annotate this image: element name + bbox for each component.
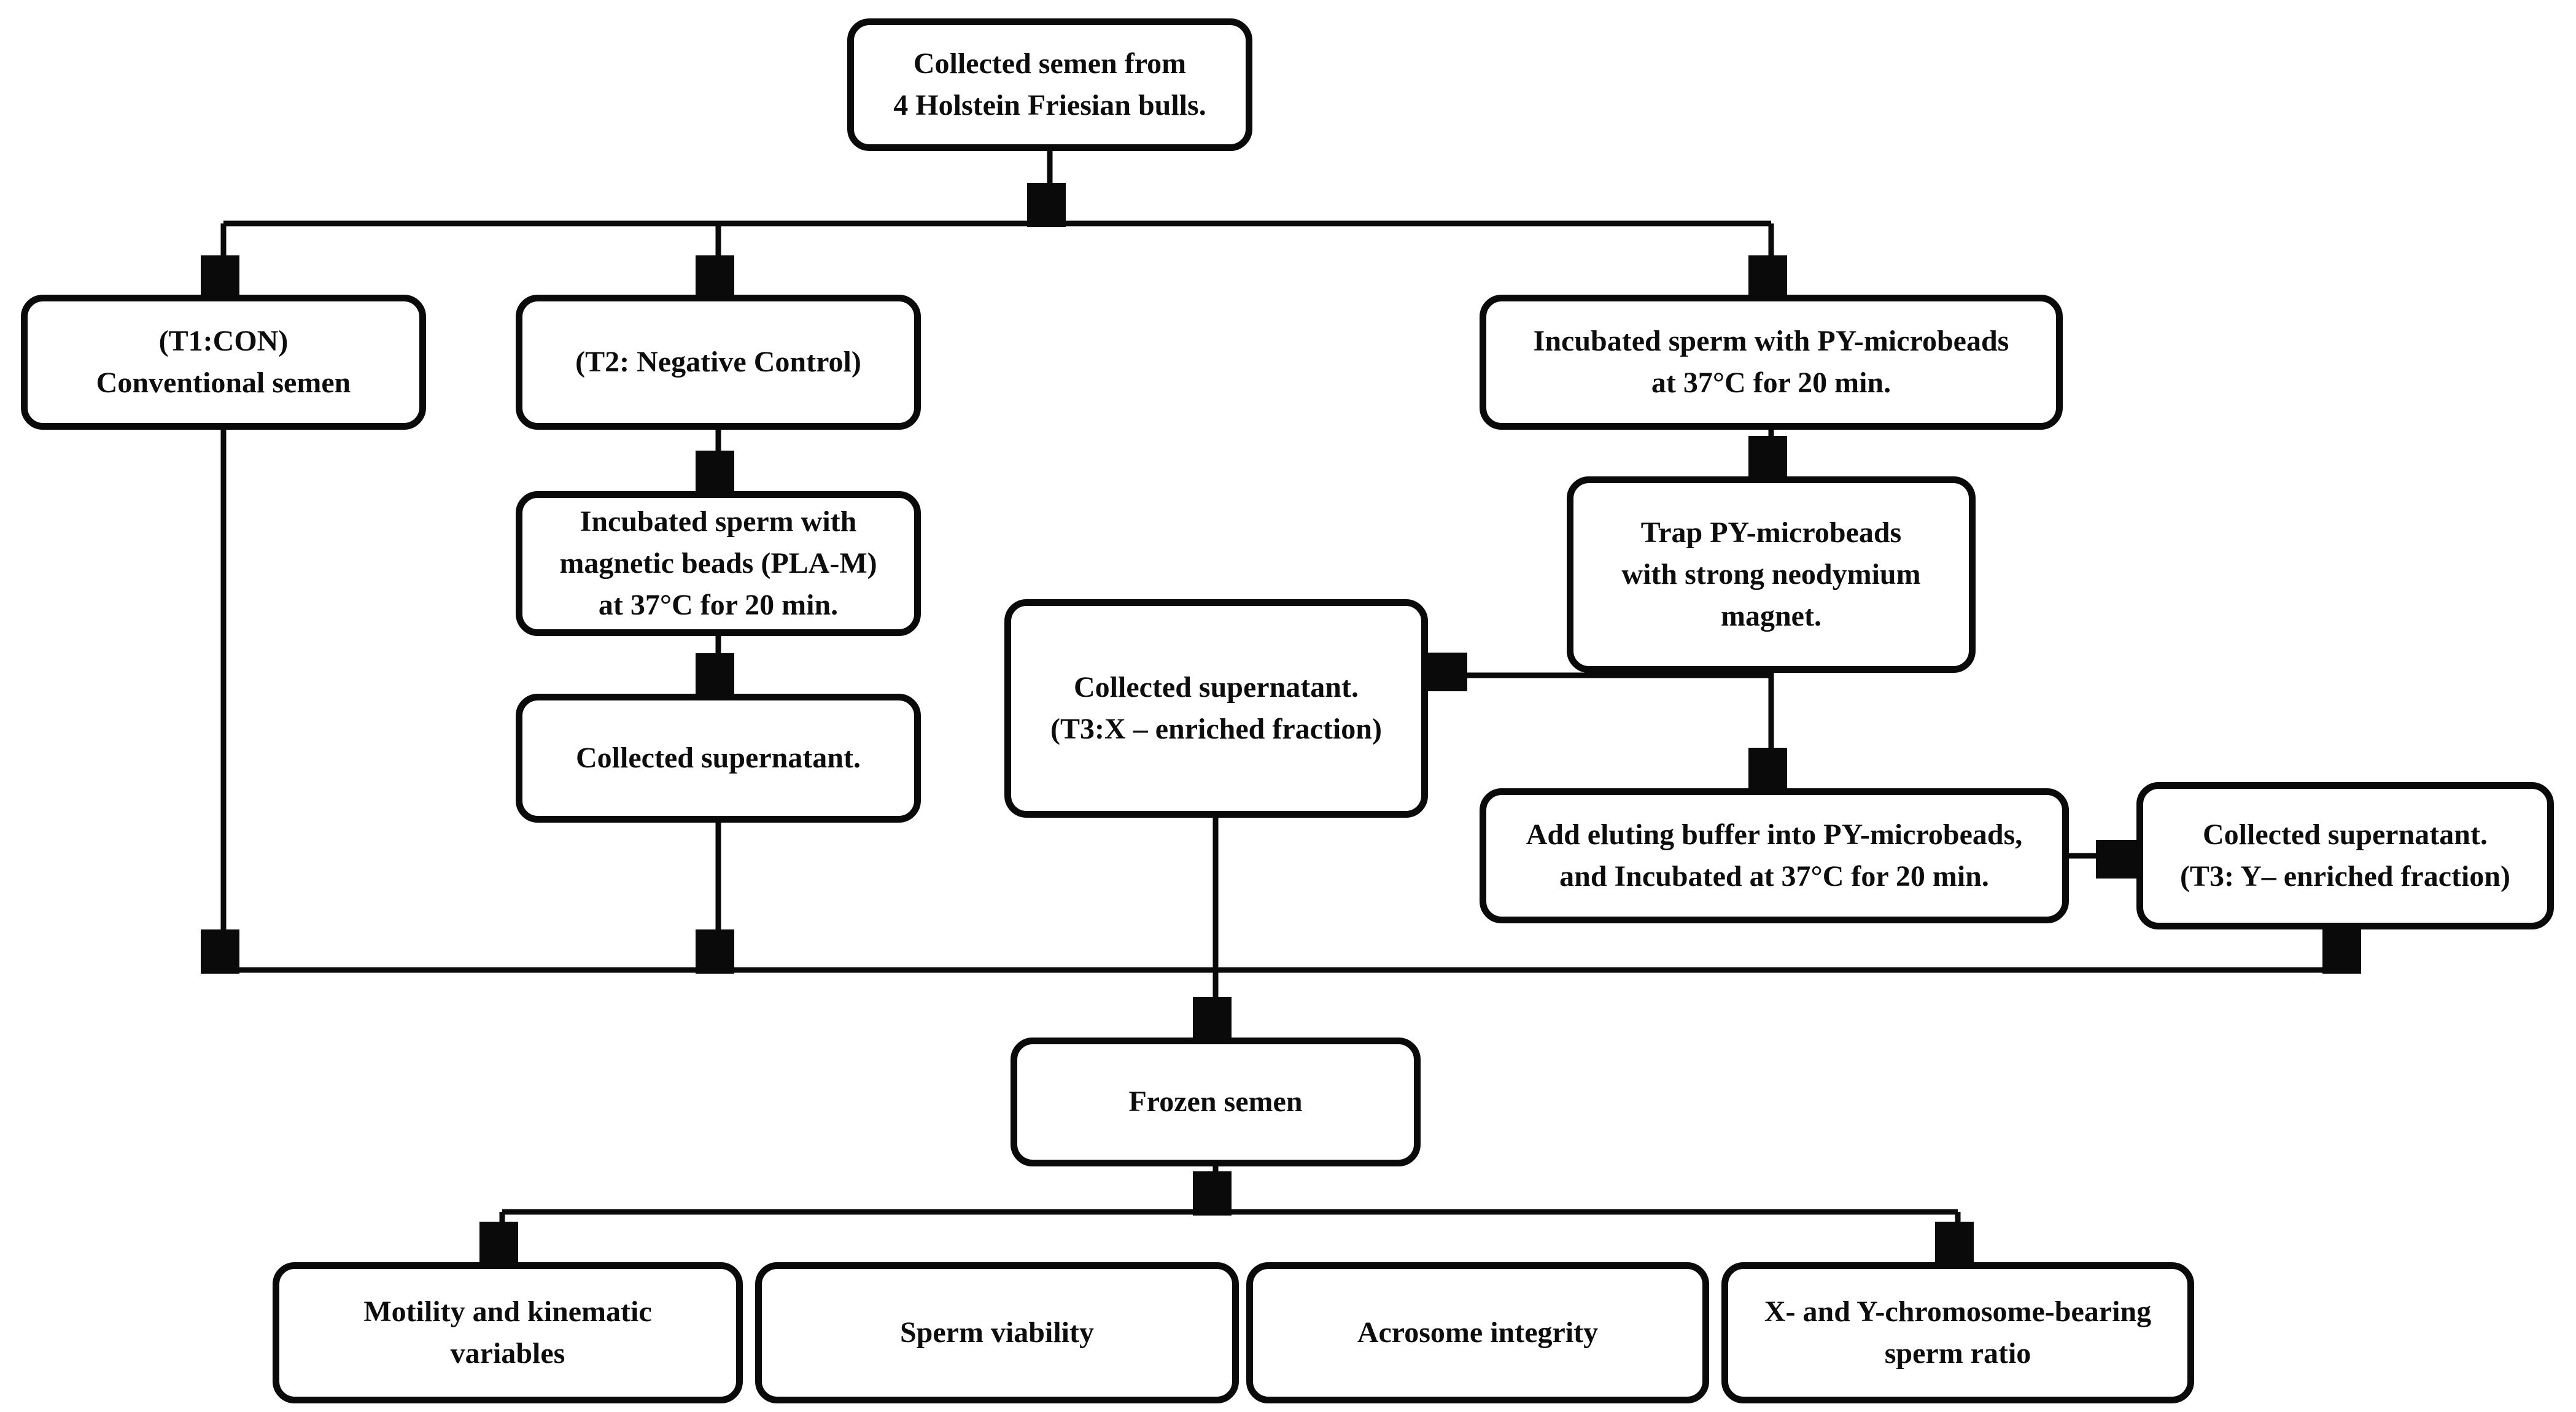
node-trap-py-microbeads: Trap PY-microbeads with strong neodymium… xyxy=(1567,476,1976,673)
node-t2-negative-control: (T2: Negative Control) xyxy=(516,295,921,430)
node-collected-supernatant: Collected supernatant. xyxy=(516,694,921,823)
node-sperm-viability: Sperm viability xyxy=(755,1262,1239,1403)
node-add-eluting-buffer: Add eluting buffer into PY-microbeads, a… xyxy=(1480,788,2069,923)
node-frozen-semen: Frozen semen xyxy=(1011,1038,1421,1166)
node-xy-chromosome-sperm-ratio: X- and Y-chromosome-bearing sperm ratio xyxy=(1721,1262,2194,1403)
node-collected-supernatant-t3x: Collected supernatant. (T3:X – enriched … xyxy=(1004,599,1428,818)
node-acrosome-integrity: Acrosome integrity xyxy=(1246,1262,1709,1403)
node-collected-semen: Collected semen from 4 Holstein Friesian… xyxy=(847,18,1252,151)
node-motility-kinematic-variables: Motility and kinematic variables xyxy=(273,1262,743,1403)
node-t1-con: (T1:CON) Conventional semen xyxy=(21,295,426,430)
node-collected-supernatant-t3y: Collected supernatant. (T3: Y– enriched … xyxy=(2136,782,2554,929)
node-incubated-py-microbeads: Incubated sperm with PY-microbeads at 37… xyxy=(1480,295,2063,430)
node-incubated-plam: Incubated sperm with magnetic beads (PLA… xyxy=(516,491,921,636)
